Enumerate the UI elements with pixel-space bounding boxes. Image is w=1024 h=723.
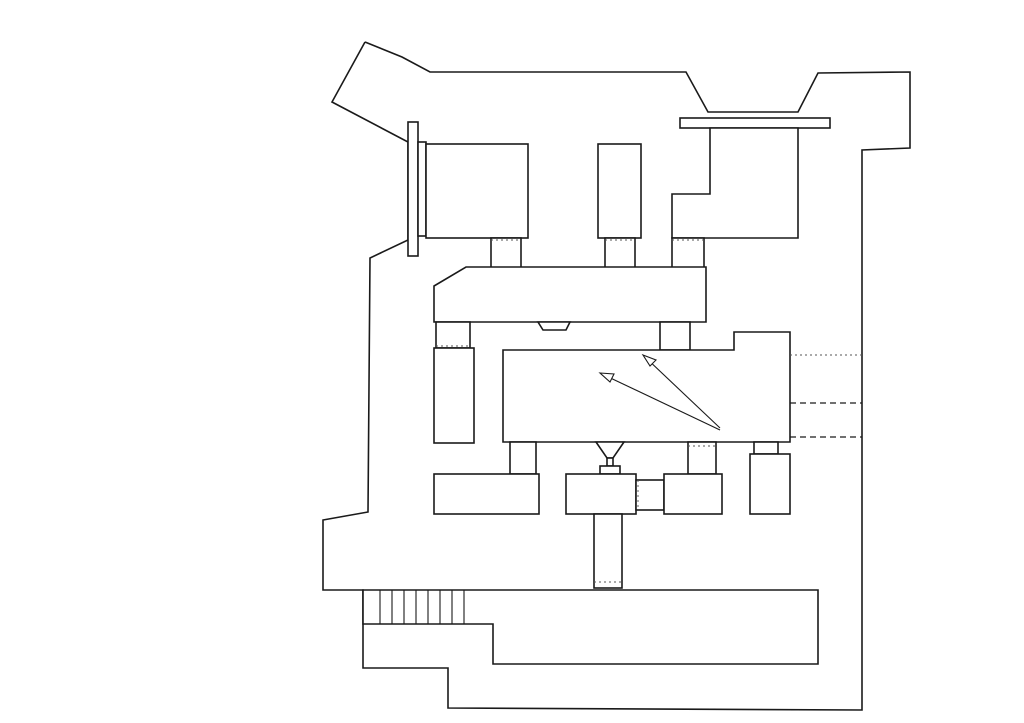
upper-horizontal-beam	[433, 266, 707, 323]
arrow-left-head	[598, 372, 615, 383]
upper-middle-block	[597, 143, 642, 239]
nozzle-funnel	[594, 441, 626, 459]
left-flange-plate	[407, 121, 419, 257]
arrow-left	[601, 373, 721, 431]
outer-housing-outline	[322, 41, 911, 711]
bottom-far-right-block	[749, 453, 791, 515]
vertical-shaft	[593, 513, 623, 589]
rib-grid	[379, 590, 465, 624]
large-middle-block	[502, 331, 791, 443]
beam-nub	[536, 321, 572, 331]
left-column-block	[433, 347, 475, 444]
bottom-center-block	[565, 473, 637, 515]
bottom-left-block	[433, 473, 540, 515]
connector-upper-left	[490, 237, 522, 269]
nozzle-stem	[606, 457, 614, 467]
upper-right-stepped-block	[671, 127, 799, 239]
connector-beam-left	[435, 321, 471, 349]
bottom-coupling	[635, 479, 665, 511]
connector-upper-middle	[604, 237, 636, 269]
lower-base-channel	[362, 589, 819, 665]
top-right-plate	[679, 117, 831, 129]
connector-lower-left	[509, 441, 537, 475]
connector-lower-right	[687, 441, 717, 475]
upper-left-block	[425, 143, 529, 239]
arrow-right	[644, 356, 721, 429]
connector-beam-right	[659, 321, 691, 351]
connector-far-right	[753, 441, 779, 455]
arrow-right-head	[641, 353, 657, 367]
left-flange-inner	[417, 141, 427, 237]
bottom-right-block	[663, 473, 723, 515]
nozzle-cap	[599, 465, 621, 475]
connector-upper-right	[671, 237, 705, 269]
